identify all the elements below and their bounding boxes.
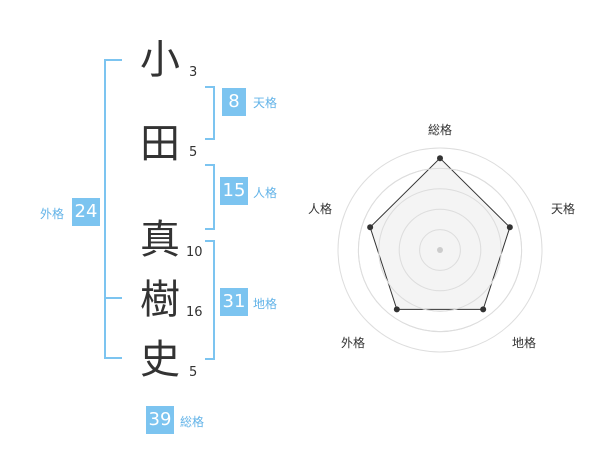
jinkaku-label: 人格: [253, 186, 278, 200]
soukaku-value: 39: [146, 406, 174, 434]
name-char-3: 真: [140, 217, 180, 263]
gaikaku-bracket-top: [104, 59, 122, 61]
radar-grid-ring-inner: [357, 167, 523, 333]
chikaku-bracket-bottom: [205, 358, 215, 360]
tenkaku-label: 天格: [253, 96, 278, 110]
radar-axis-label-5: 人格: [308, 201, 332, 216]
name-char-5: 史: [140, 337, 180, 383]
stroke-count-3: 10: [186, 245, 203, 260]
radar-grid-ring-inner: [419, 229, 461, 271]
radar-axis-label-3: 地格: [512, 335, 536, 350]
gaikaku-bracket-vertical: [104, 59, 106, 359]
chikaku-bracket-vertical: [213, 240, 215, 360]
stroke-count-1: 3: [189, 65, 198, 80]
radar-point-4: [393, 306, 400, 313]
radar-axis-label-1: 総格: [428, 122, 452, 137]
radar-axis-label-4: 外格: [341, 335, 365, 350]
chikaku-value: 31: [220, 288, 248, 316]
stroke-count-5: 5: [189, 365, 198, 380]
gaikaku-label: 外格: [40, 207, 65, 221]
name-char-1: 小: [140, 37, 180, 83]
name-char-4: 樹: [140, 277, 180, 323]
jinkaku-bracket-bottom: [205, 228, 215, 230]
radar-axis-label-2: 天格: [551, 201, 575, 216]
radar-point-5: [367, 224, 374, 231]
stroke-count-2: 5: [189, 145, 198, 160]
radar-grid-ring-inner: [398, 208, 482, 292]
jinkaku-bracket-top: [205, 164, 215, 166]
tenkaku-bracket-bottom: [205, 138, 215, 140]
radar-point-1: [437, 155, 443, 162]
stroke-count-4: 16: [186, 305, 203, 320]
tenkaku-value: 8: [222, 88, 246, 116]
tenkaku-bracket-top: [205, 86, 215, 88]
gaikaku-bracket-mid: [104, 297, 122, 299]
gaikaku-value: 24: [72, 198, 100, 226]
chikaku-bracket-top: [205, 240, 215, 242]
gaikaku-bracket-bottom: [104, 357, 122, 359]
radar-grid-ring-inner: [378, 188, 502, 312]
tenkaku-bracket-vertical: [213, 86, 215, 140]
jinkaku-value: 15: [220, 177, 248, 205]
soukaku-label: 総格: [180, 415, 205, 429]
chikaku-label: 地格: [253, 297, 278, 311]
radar-center-dot: [437, 247, 443, 253]
radar-point-2: [506, 224, 513, 231]
radar-point-3: [480, 306, 487, 313]
name-char-2: 田: [140, 121, 180, 167]
jinkaku-bracket-vertical: [213, 164, 215, 230]
